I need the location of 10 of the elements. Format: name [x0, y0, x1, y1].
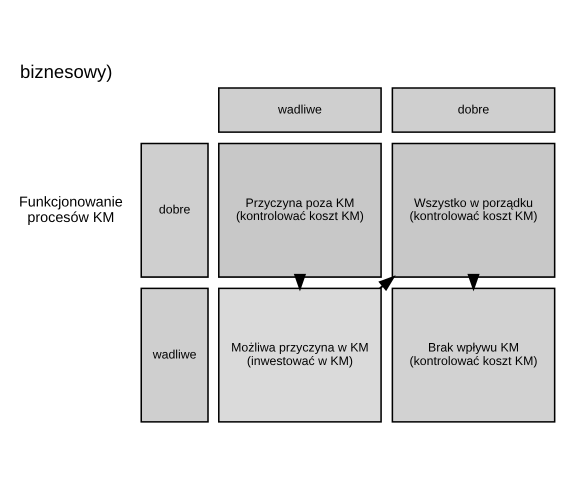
- label: Funkcjonowanie procesów KM: [18, 194, 123, 226]
- node-box: wadliwe: [140, 287, 209, 422]
- node-box: Brak wpływu KM (kontrolować koszt KM): [392, 287, 556, 422]
- diagram-title: biznesowy): [20, 60, 112, 82]
- node-box: dobre: [392, 86, 556, 132]
- node-box: Możliwa przyczyna w KM (inwestować w KM): [218, 287, 382, 422]
- node-box: dobre: [140, 142, 209, 278]
- arrow: [294, 273, 306, 291]
- node-box: wadliwe: [218, 86, 382, 132]
- arrow: [467, 273, 480, 291]
